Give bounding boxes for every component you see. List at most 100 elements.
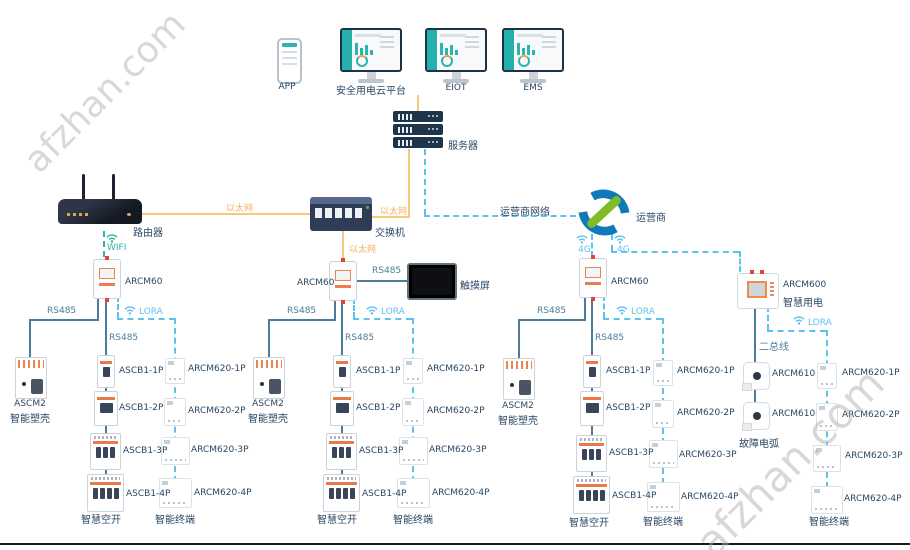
phone-screen-line <box>282 63 297 65</box>
lora-line-h <box>767 330 826 332</box>
server-ports <box>398 126 412 133</box>
dashboard-topbar <box>440 34 466 37</box>
breaker-terminals <box>330 436 353 439</box>
phone-screen-header <box>282 43 297 47</box>
breaker-toggle <box>335 403 349 413</box>
mccb-label: 智能塑壳 <box>498 416 538 427</box>
breaker-label: ASCB1-3P <box>123 446 168 456</box>
terminal-mark <box>400 481 406 485</box>
terminal-label: ARCM620-1P <box>842 368 900 378</box>
terminals-group-label: 智能终端 <box>393 515 433 526</box>
dashboard-topbar <box>355 34 381 37</box>
ethernet-line-server-switch-v <box>408 149 410 217</box>
server-label: 服务器 <box>448 141 478 152</box>
terminal-mark <box>402 440 408 444</box>
sensors-group-label: 故障电弧 <box>739 439 779 450</box>
breakers-group-label: 智慧空开 <box>317 515 357 526</box>
gateway-stripe <box>99 283 115 286</box>
mccb-label: 智能塑壳 <box>10 414 50 425</box>
sensor-notch <box>742 423 752 431</box>
monitor-base <box>358 79 384 83</box>
breaker-4p <box>323 474 360 512</box>
server-leds <box>428 141 438 143</box>
ems-monitor <box>502 28 564 83</box>
breaker-stripe <box>93 441 118 444</box>
ethernet-line-switch-gateway <box>342 224 344 260</box>
terminal-dots <box>815 508 839 510</box>
ethernet-label: 以太网 <box>226 204 254 214</box>
breaker-label: ASCB1-2P <box>606 403 651 413</box>
breaker-toggles <box>577 449 606 460</box>
lora-line-v1 <box>117 296 119 318</box>
breaker-stripe <box>100 361 112 364</box>
server-ports <box>398 139 412 146</box>
gateway-display <box>585 267 601 278</box>
router-antenna <box>82 174 85 201</box>
carrier-network-line-h <box>424 215 576 217</box>
dashboard-donut-chart <box>356 55 368 67</box>
rs485-label: RS485 <box>372 266 402 276</box>
mccb-ascm2 <box>253 357 285 399</box>
carrier-network-label: 运营商网络 <box>500 207 550 218</box>
gateway-label: ARCM60 <box>125 277 163 287</box>
gateway-display <box>335 270 351 281</box>
breaker-toggles <box>574 490 609 501</box>
terminal-mark <box>656 363 662 367</box>
breaker-2p <box>580 391 604 426</box>
lora-line-h <box>603 318 662 320</box>
arcm600-label: 智慧用电 <box>783 298 823 309</box>
rs485-label: RS485 <box>345 333 375 343</box>
breaker-3p <box>326 433 357 470</box>
rs485-label: RS485 <box>595 333 625 343</box>
touchscreen-device <box>407 263 457 300</box>
monitor-stand <box>451 72 461 79</box>
terminal-mark <box>167 401 173 405</box>
dashboard-text-lines <box>542 36 556 38</box>
server-ports <box>398 113 412 120</box>
sensor-core <box>752 412 761 420</box>
rs485-branch-v2 <box>268 319 270 357</box>
eiot-label: EIOT <box>445 83 467 93</box>
mccb-stripes <box>506 361 532 369</box>
breaker-toggle <box>338 367 346 377</box>
rs485-touchscreen-line <box>356 280 407 282</box>
touchscreen-label: 触摸屏 <box>460 281 490 292</box>
wifi-signal-icon <box>124 305 136 315</box>
breaker-toggles <box>327 447 356 458</box>
terminal-arcm620 <box>164 398 186 426</box>
terminal-label: ARCM620-2P <box>188 406 246 416</box>
terminal-mark <box>168 361 174 365</box>
ethernet-line-server-switch-h <box>370 216 410 218</box>
gateway-arcm60 <box>329 258 357 304</box>
terminal-mark <box>650 485 656 489</box>
breaker-1p <box>583 355 601 388</box>
bottom-border-line <box>0 543 910 545</box>
breaker-terminals <box>94 436 117 439</box>
terminal-label: ARCM620-1P <box>188 364 246 374</box>
dashboard-sidebar <box>427 30 437 70</box>
terminal-mark <box>655 403 661 407</box>
terminal-mark <box>652 443 658 447</box>
breaker-label: ASCB1-1P <box>119 366 164 376</box>
mccb-button <box>260 382 264 386</box>
terminal-dots <box>821 383 833 385</box>
two-bus-label: 二总线 <box>759 342 789 353</box>
rs485-branch-v2 <box>518 319 520 358</box>
terminal-dots <box>817 466 837 468</box>
mccb-name: ASCM2 <box>502 401 534 411</box>
ems-label: EMS <box>523 83 543 93</box>
carrier-label: 运营商 <box>636 213 666 224</box>
breaker-1p <box>97 355 115 388</box>
fourg-line-right-v1 <box>611 234 613 251</box>
rs485-branch-v2 <box>29 319 31 357</box>
terminal-arcm620 <box>159 478 192 508</box>
terminal-label: ARCM620-4P <box>194 488 252 498</box>
mccb-name: ASCM2 <box>252 399 284 409</box>
cloud-platform-label: 安全用电云平台 <box>336 86 406 97</box>
dashboard-sidebar <box>342 30 352 70</box>
breaker-stripe <box>90 482 121 485</box>
rs485-branch-v1 <box>97 296 99 319</box>
dashboard-topbar <box>517 34 543 37</box>
breaker-label: ASCB1-2P <box>119 403 164 413</box>
